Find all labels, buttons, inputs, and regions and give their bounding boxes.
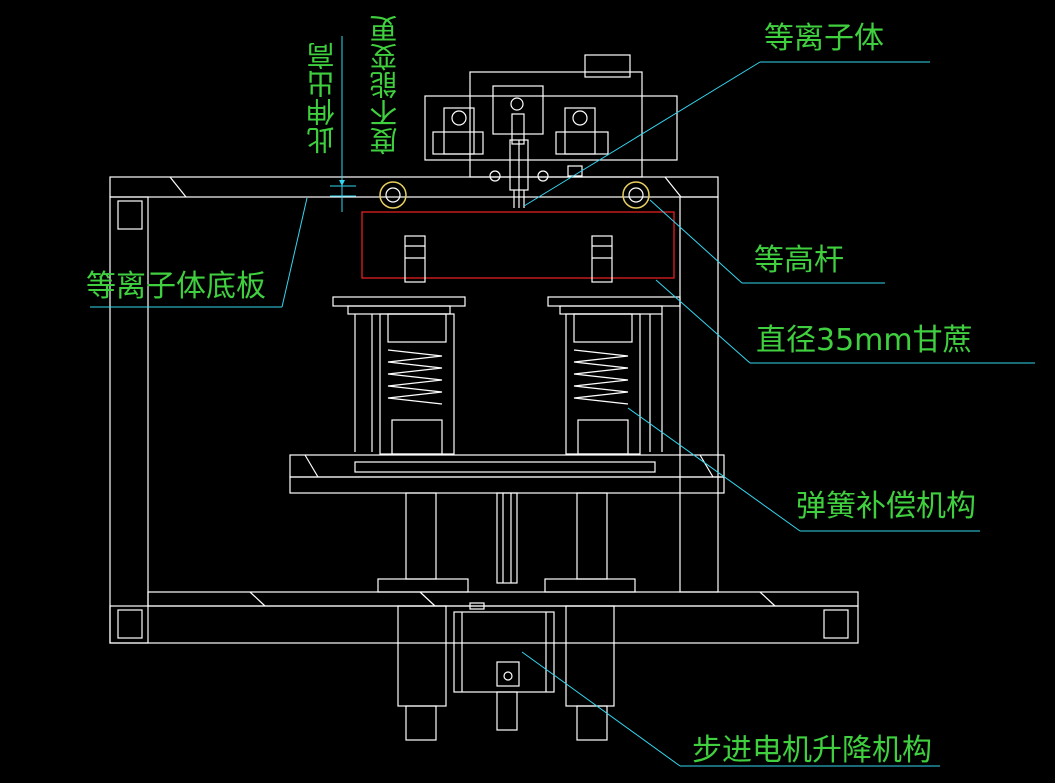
label-sugarcane: 直径35mm甘蔗 (756, 323, 973, 358)
note-column-2: 度不能变更 (369, 15, 402, 155)
outer-frame (109, 176, 859, 644)
leader-lines (90, 61, 1035, 767)
frame-corner-bottom-right (823, 609, 849, 639)
label-spring-compensation: 弹簧补偿机构 (796, 489, 976, 524)
label-plasma-body: 等离子体 (764, 21, 884, 56)
plasma-head (424, 54, 678, 208)
dimension-mark (330, 36, 356, 212)
stepper-motor-assembly (397, 602, 615, 741)
spring-column-left (332, 235, 466, 455)
note-column-1: 此伸出高 (306, 42, 339, 154)
guide-rollers (379, 181, 650, 209)
label-stepper-lift: 步进电机升降机构 (692, 733, 932, 768)
sugarcane-zone-box (361, 211, 675, 279)
label-plasma-base-plate: 等离子体底板 (86, 269, 266, 304)
label-equal-height-rod: 等高杆 (754, 243, 844, 278)
spring-column-right (547, 235, 681, 455)
frame-corner-bottom-left (117, 609, 143, 639)
frame-corner-top-left (117, 200, 143, 230)
guide-rods (377, 492, 636, 593)
